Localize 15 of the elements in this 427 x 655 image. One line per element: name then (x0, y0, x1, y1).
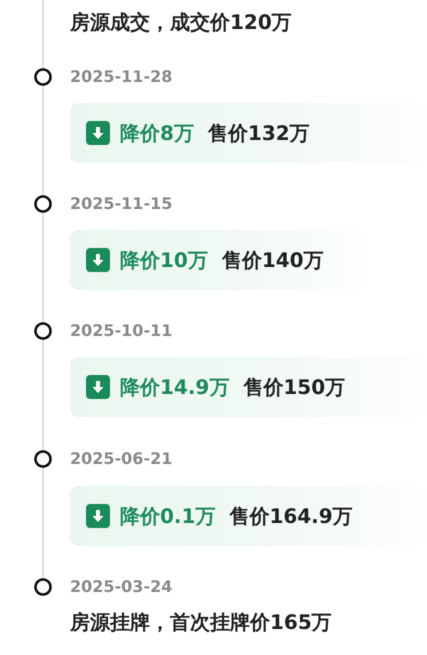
date-text: 2025-11-15 (70, 193, 172, 215)
price-text: 售价140万 (222, 246, 324, 274)
event-text: 房源挂牌，首次挂牌价165万 (70, 609, 332, 636)
price-drop-text: 降价8万 (120, 120, 194, 146)
date-text: 2025-11-28 (70, 66, 172, 88)
price-drop-text: 降价0.1万 (120, 502, 216, 530)
date-text: 2025-06-21 (70, 448, 172, 470)
price-drop-text: 降价10万 (120, 246, 208, 274)
date-text: 2025-03-24 (70, 576, 172, 598)
event-text: 房源成交，成交价120万 (70, 9, 292, 36)
price-text: 售价164.9万 (229, 502, 353, 530)
price-text: 售价132万 (208, 120, 310, 146)
price-text: 售价150万 (243, 374, 346, 400)
price-drop-text: 降价14.9万 (120, 374, 230, 400)
date-text: 2025-10-11 (70, 320, 172, 342)
